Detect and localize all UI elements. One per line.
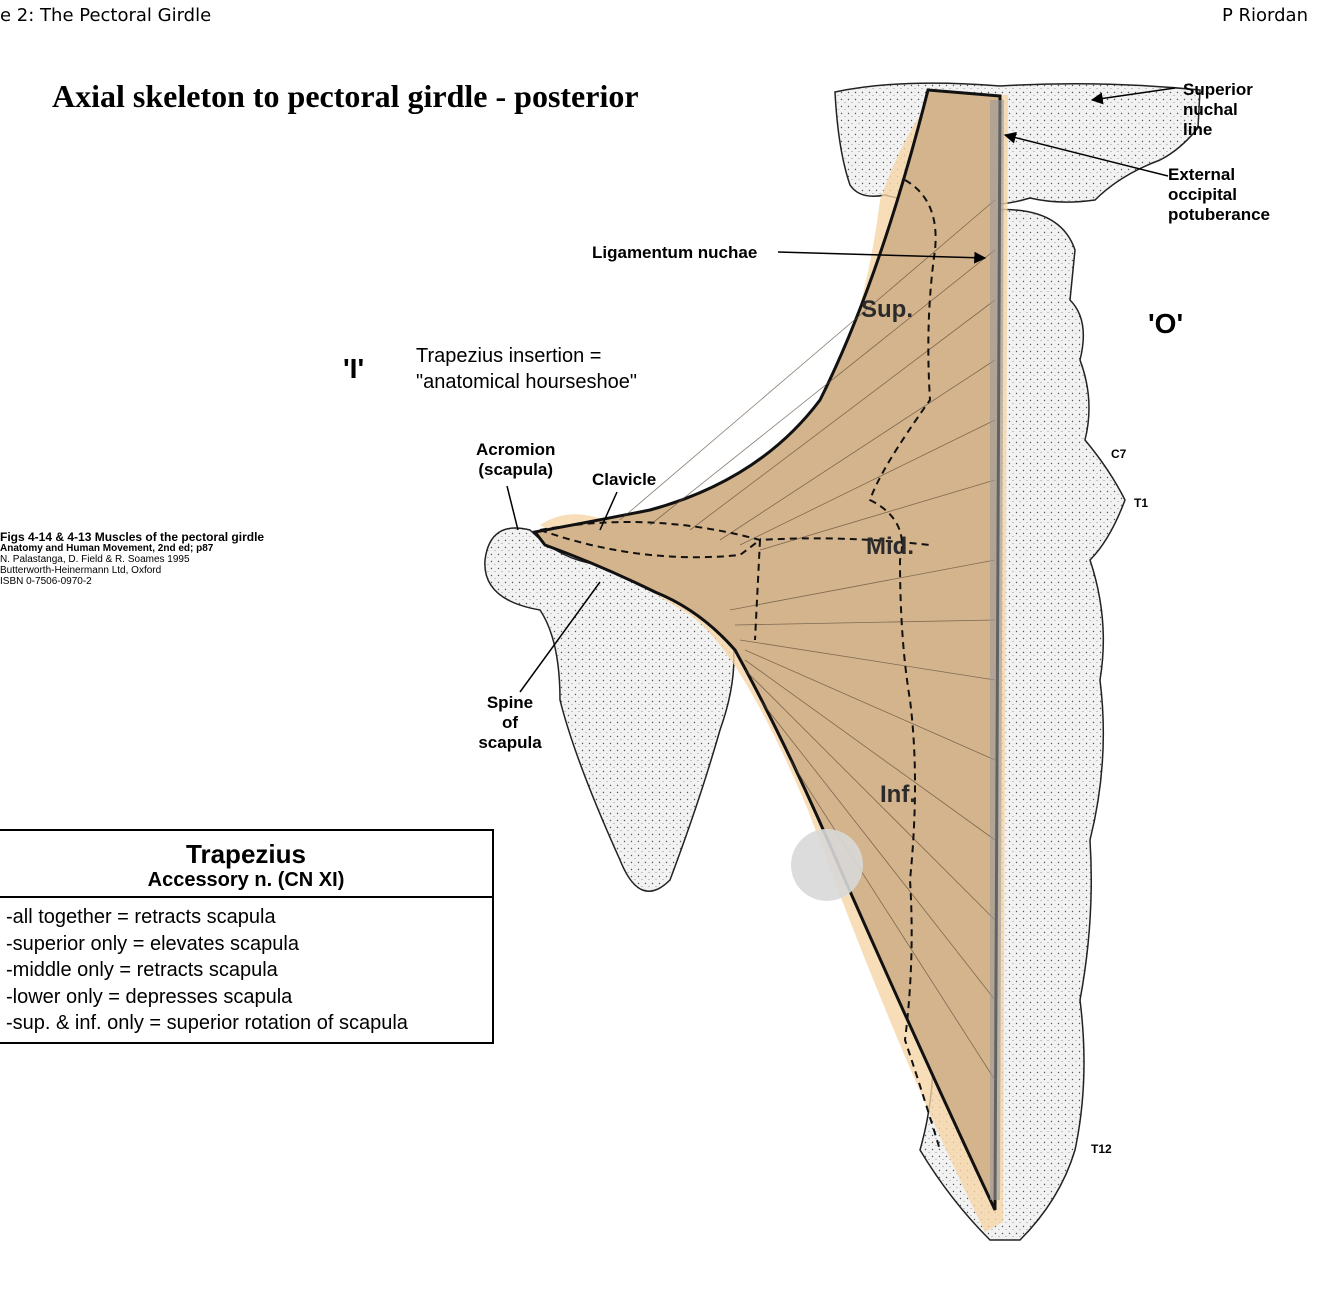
insertion-note: Trapezius insertion = "anatomical hourse… xyxy=(416,343,637,395)
label-line: nuchal xyxy=(1183,100,1238,119)
action-item: -superior only = elevates scapula xyxy=(6,932,299,955)
label-superior-nuchal-line: Superior nuchal line xyxy=(1183,80,1253,140)
figure-citation: Figs 4-14 & 4-13 Muscles of the pectoral… xyxy=(0,530,265,587)
label-line: Acromion xyxy=(476,440,556,459)
leader-lines xyxy=(506,87,1176,693)
page-header-right: P Riordan xyxy=(1221,5,1308,26)
muscle-nerve: Accessory n. (CN XI) xyxy=(147,869,345,891)
region-inferior: Inf. xyxy=(880,781,916,808)
label-c7: C7 xyxy=(1111,447,1127,461)
label-line: scapula xyxy=(478,733,542,752)
insertion-marker: 'I' xyxy=(343,353,365,384)
label-line: line xyxy=(1183,120,1213,139)
label-line: Spine xyxy=(486,693,534,712)
label-clavicle: Clavicle xyxy=(592,470,657,489)
trapezius-summary-box: Trapezius Accessory n. (CN XI) -all toge… xyxy=(0,829,494,1044)
summary-box-header: Trapezius Accessory n. (CN XI) xyxy=(0,831,492,898)
label-line: of xyxy=(501,713,519,732)
label-t12: T12 xyxy=(1091,1142,1112,1156)
citation-line: Butterworth-Heinermann Ltd, Oxford xyxy=(0,565,162,576)
action-item: -middle only = retracts scapula xyxy=(6,959,278,981)
citation-line: Figs 4-14 & 4-13 Muscles of the pectoral… xyxy=(0,530,265,544)
label-line: (scapula) xyxy=(478,460,553,479)
dashed-outlines xyxy=(539,179,941,1151)
note-line: Trapezius insertion = xyxy=(416,345,602,367)
label-line: potuberance xyxy=(1168,205,1271,224)
origin-marker: 'O' xyxy=(1148,308,1184,339)
action-item: -lower only = depresses scapula xyxy=(6,985,293,1008)
label-line: Superior xyxy=(1183,80,1253,99)
label-ligamentum-nuchae: Ligamentum nuchae xyxy=(592,243,758,262)
action-item: -all together = retracts scapula xyxy=(6,906,276,928)
ligamentum-nuchae xyxy=(990,100,1004,1200)
citation-line: Anatomy and Human Movement, 2nd ed; p87 xyxy=(0,543,214,554)
trapezius-muscle xyxy=(532,88,1002,1211)
label-t1: T1 xyxy=(1134,496,1149,510)
page-header-left: e 2: The Pectoral Girdle xyxy=(0,5,212,26)
label-line: External xyxy=(1168,165,1236,184)
label-external-occipital-protuberance: External occipital potuberance xyxy=(1168,165,1270,225)
citation-line: ISBN 0-7506-0970-2 xyxy=(0,576,92,587)
label-spine-of-scapula: Spine of scapula xyxy=(474,693,546,753)
note-line: "anatomical hourseshoe" xyxy=(416,371,637,393)
muscle-name: Trapezius xyxy=(186,839,306,869)
region-superior: Sup. xyxy=(861,296,913,323)
citation-line: N. Palastanga, D. Field & R. Soames 1995 xyxy=(0,554,190,565)
action-list: -all together = retracts scapula -superi… xyxy=(0,898,492,1037)
highlight-spot xyxy=(791,829,863,901)
region-middle: Mid. xyxy=(866,533,914,560)
label-line: occipital xyxy=(1168,185,1237,204)
figure-title: Axial skeleton to pectoral girdle - post… xyxy=(52,78,639,114)
action-item: -sup. & inf. only = superior rotation of… xyxy=(6,1012,408,1034)
muscle-fibres xyxy=(619,199,996,1081)
label-acromion: Acromion (scapula) xyxy=(476,440,555,480)
